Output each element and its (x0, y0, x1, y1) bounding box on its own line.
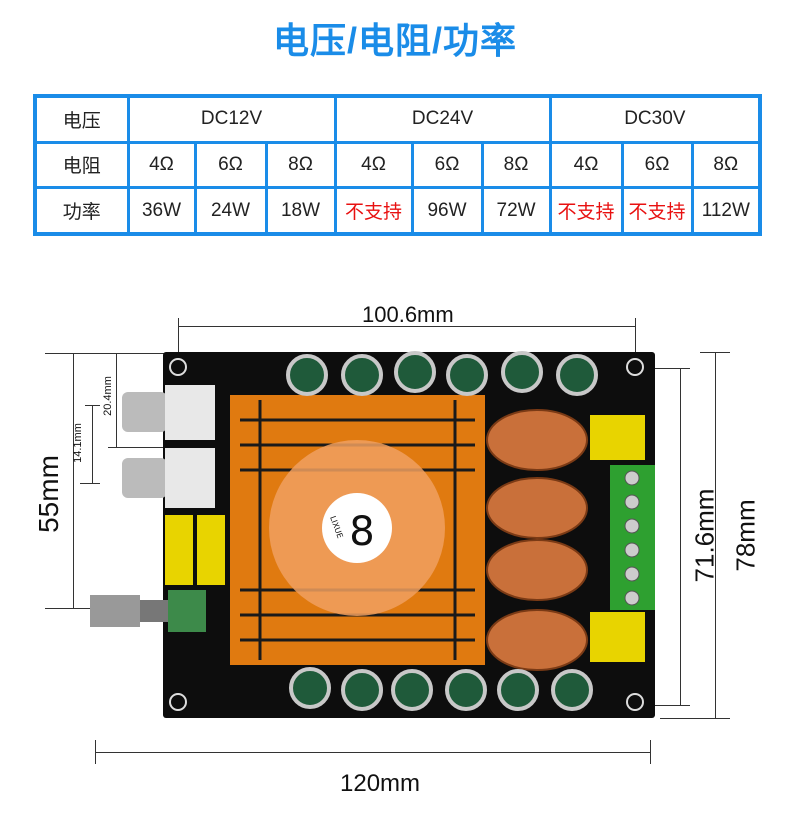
row-label: 功率 (33, 186, 130, 236)
resistance-cell: 8Ω (264, 140, 337, 190)
resistance-row: 电阻 4Ω 6Ω 8Ω 4Ω 6Ω 8Ω 4Ω 6Ω 8Ω (33, 140, 762, 190)
power-cell-unsupported: 不支持 (620, 186, 694, 236)
electrolytic-capacitors (286, 351, 598, 711)
dimension-tick (45, 608, 95, 609)
rca-jack-icon (122, 385, 215, 440)
power-row: 功率 36W 24W 18W 不支持 96W 72W 不支持 不支持 112W (33, 186, 762, 236)
dimension-tick (45, 353, 165, 354)
voltage-cell: DC30V (548, 94, 762, 144)
right-inner-dimension-line (680, 368, 681, 705)
dimension-tick (655, 705, 690, 706)
power-cell-unsupported: 不支持 (548, 186, 624, 236)
mount-hole-icon (169, 358, 187, 376)
resistance-cell: 8Ω (480, 140, 552, 190)
resistance-cell: 4Ω (333, 140, 414, 190)
power-cell: 36W (126, 186, 197, 236)
dimension-tick (655, 368, 690, 369)
mount-hole-icon (626, 693, 644, 711)
top-width-label: 100.6mm (362, 302, 454, 327)
power-cell: 18W (264, 186, 337, 236)
resistance-cell: 6Ω (410, 140, 484, 190)
resistance-cell: 4Ω (126, 140, 197, 190)
resistance-cell: 6Ω (193, 140, 268, 190)
rca-jack-icon (122, 448, 215, 508)
speaker-terminal (610, 465, 655, 610)
resistance-cell: 6Ω (620, 140, 694, 190)
row-label: 电阻 (33, 140, 130, 190)
bottom-dimension-line (95, 752, 651, 753)
left-dimension-line (73, 353, 74, 608)
resistance-cell: 4Ω (548, 140, 624, 190)
voltage-row: 电压 DC12V DC24V DC30V (33, 94, 762, 144)
power-cell: 112W (690, 186, 762, 236)
right-outer-dimension-line (715, 352, 716, 718)
mount-hole-icon (169, 693, 187, 711)
dimension-tick (635, 318, 636, 353)
spec-table: 电压 DC12V DC24V DC30V 电阻 4Ω 6Ω 8Ω 4Ω 6Ω 8… (33, 94, 763, 236)
volume-knob-icon (90, 590, 206, 632)
dimension-tick (80, 483, 100, 484)
dimension-tick (95, 740, 96, 764)
fan-logo-icon: 8 (349, 509, 374, 555)
bottom-width-label: 120mm (340, 770, 421, 797)
fan-hub (322, 493, 392, 563)
dimension-tick (650, 740, 651, 764)
voltage-cell: DC12V (126, 94, 337, 144)
dimension-tick (178, 318, 179, 353)
dimension-tick (108, 447, 163, 448)
voltage-cell: DC24V (333, 94, 552, 144)
rca-spacing-line (92, 405, 93, 483)
dimension-tick (700, 352, 730, 353)
terminal-screws (624, 470, 640, 606)
power-cell: 24W (193, 186, 268, 236)
power-cell: 96W (410, 186, 484, 236)
top-dimension-line (178, 326, 635, 327)
resistance-cell: 8Ω (690, 140, 762, 190)
dimension-tick (85, 405, 100, 406)
film-capacitors (165, 415, 645, 662)
inductor-icons (486, 409, 588, 671)
dimension-tick (660, 718, 730, 719)
power-cell-unsupported: 不支持 (333, 186, 414, 236)
power-cell: 72W (480, 186, 552, 236)
rca-offset-line (116, 353, 117, 448)
row-label: 电压 (33, 94, 130, 144)
mount-hole-icon (626, 358, 644, 376)
page-title: 电压/电阻/功率 (272, 20, 517, 61)
